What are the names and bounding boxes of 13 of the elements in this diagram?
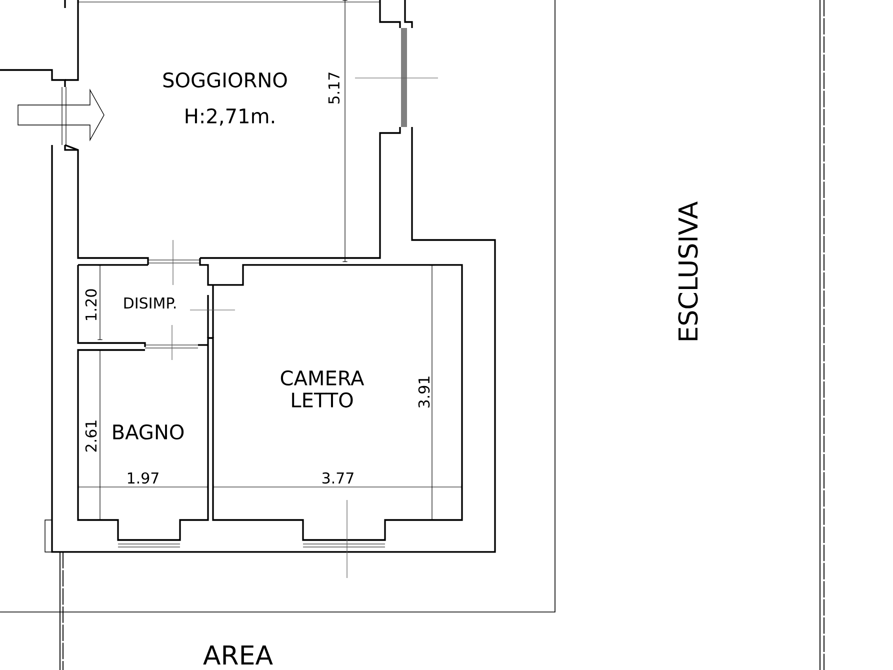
area-label: ESCLUSIVA [678, 201, 698, 340]
room-label: CAMERA LETTO [280, 370, 364, 408]
dimension-value: 3.77 [322, 472, 354, 484]
dimension-value: 2.61 [85, 420, 97, 452]
room-height: H:2,71m. [186, 108, 274, 126]
dimension-value: 5.17 [328, 72, 340, 104]
room-label: DISIMP. [124, 297, 176, 309]
room-label: BAGNO [113, 424, 184, 440]
dimension-value: 1.97 [128, 472, 158, 484]
area-label: AREA [203, 646, 273, 664]
room-label: SOGGIORNO [163, 72, 287, 88]
dimension-value: 1.20 [85, 289, 97, 320]
dimension-value: 3.91 [418, 376, 430, 408]
